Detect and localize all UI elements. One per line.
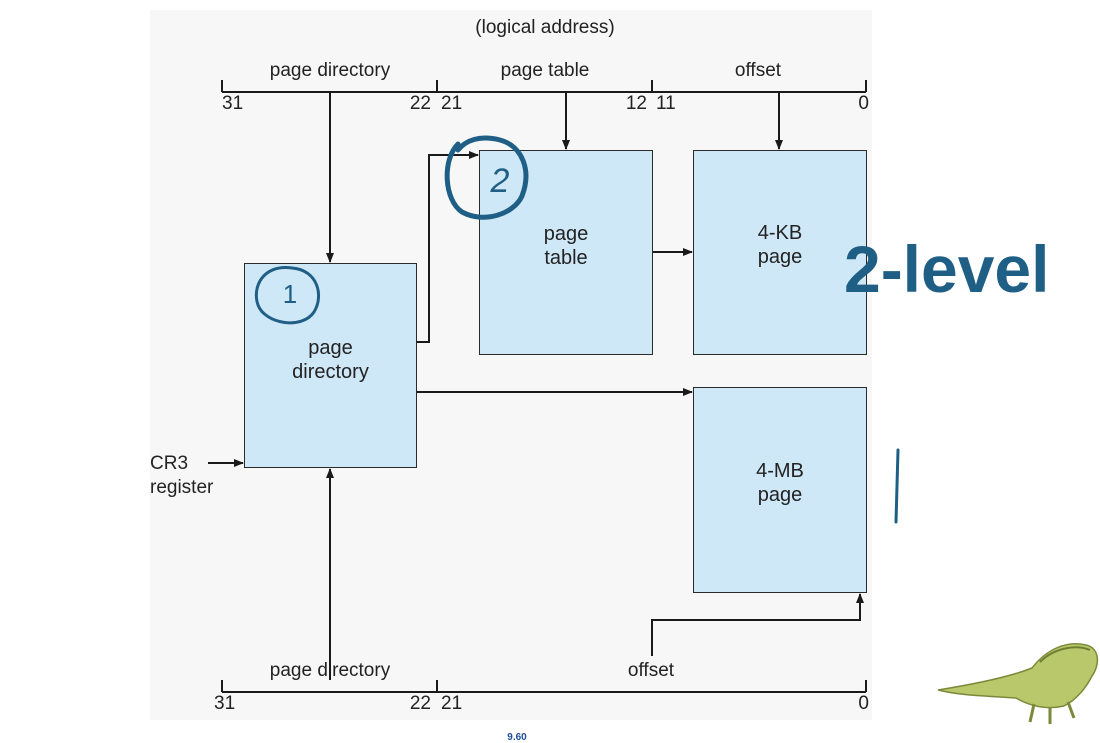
page-4mb-box-label: 4-MB page [694, 459, 866, 507]
top-field-offset: offset [734, 60, 782, 81]
page-table-box-line2: table [544, 247, 588, 269]
bottom-field-offset: offset [627, 660, 675, 681]
footer-page-number: 9.60 [507, 732, 527, 743]
circle-2-text: 2 [490, 162, 510, 200]
cr3-register-label: CR3 register [150, 452, 213, 500]
bracket-mark [894, 448, 900, 524]
page-table-box-line1: page [543, 223, 589, 245]
page-directory-box-line1: page [308, 337, 353, 359]
dinosaur-logo [937, 643, 1099, 724]
cr3-line1: CR3 [150, 453, 189, 474]
cr3-line2: register [150, 477, 214, 498]
page-4mb-box-line1: 4-MB [756, 460, 804, 482]
page-4kb-box-line1: 4-KB [757, 222, 803, 244]
two-level-note: 2-level [844, 232, 1049, 306]
bottom-bit-31: 31 [214, 693, 236, 714]
top-bit-31: 31 [222, 93, 244, 114]
bottom-bit-21: 21 [441, 693, 463, 714]
top-field-page-directory: page directory [269, 60, 391, 81]
arrow-offset-to-4mb [651, 593, 864, 656]
page-4mb-box: 4-MB page [693, 387, 867, 593]
top-field-page-table: page table [500, 60, 590, 81]
page-4kb-box-label: 4-KB page [694, 221, 866, 269]
circle-1-ring [254, 266, 321, 325]
page-table-box-label: page table [480, 222, 652, 270]
top-bit-12: 12 [625, 93, 647, 114]
page-table-box: page table [479, 150, 653, 355]
page-4kb-box-line2: page [757, 246, 803, 268]
page-4mb-box-line2: page [757, 484, 803, 506]
bottom-bit-0: 0 [858, 693, 869, 714]
circle-1-text: 1 [283, 279, 297, 309]
circle-2-ring [444, 135, 529, 220]
page-directory-box-label: page directory [245, 336, 416, 384]
page-4kb-box: 4-KB page [693, 150, 867, 355]
top-bit-11: 11 [656, 93, 676, 114]
top-bit-22: 22 [409, 93, 431, 114]
page-directory-box: page directory [244, 263, 417, 468]
page-directory-box-line2: directory [292, 361, 369, 383]
bottom-bit-22: 22 [409, 693, 431, 714]
top-bit-21: 21 [441, 93, 463, 114]
handwriting [254, 135, 900, 524]
top-bit-0: 0 [858, 93, 869, 114]
diagram-title: (logical address) [475, 17, 615, 38]
